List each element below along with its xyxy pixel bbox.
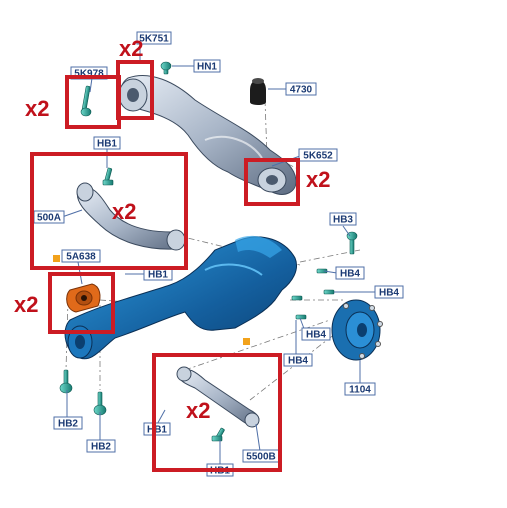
label-HB3: HB3 — [329, 212, 357, 226]
lower-link-5500B — [176, 366, 260, 428]
quantity-5K751: x2 — [119, 36, 143, 61]
svg-text:4730: 4730 — [290, 85, 313, 96]
svg-text:HN1: HN1 — [197, 62, 217, 73]
svg-text:HB4: HB4 — [340, 269, 360, 280]
label-5K751: 5K751 — [136, 31, 172, 45]
marker-square — [53, 255, 60, 262]
label-5K652: 5K652 — [298, 148, 338, 162]
highlight-box-5K652 — [244, 158, 300, 206]
label-HN1: HN1 — [193, 59, 221, 73]
label-500A: 500A — [33, 210, 65, 224]
quantity-5500B: x2 — [186, 398, 210, 423]
wheel-hub — [331, 299, 383, 361]
label-HB4-b: HB4 — [374, 285, 404, 299]
svg-text:500A: 500A — [37, 213, 61, 224]
label-HB1-lowerlink: HB1 — [143, 422, 171, 436]
label-HB2-left: HB2 — [53, 416, 83, 430]
upper-control-arm — [118, 74, 297, 195]
highlight-box-5K978 — [65, 75, 121, 129]
svg-text:5K978: 5K978 — [74, 69, 104, 80]
label-5500B: 5500B — [242, 449, 280, 463]
bolts — [59, 61, 358, 442]
svg-text:HB3: HB3 — [333, 215, 353, 226]
bump-stop-4730 — [250, 78, 266, 105]
svg-text:5K652: 5K652 — [303, 151, 333, 162]
label-HB1-upper: HB1 — [93, 136, 121, 150]
highlight-box-5A638 — [48, 272, 115, 334]
bushing-5A638 — [66, 283, 101, 313]
highlight-box-5500B — [152, 353, 282, 472]
label-5A638: 5A638 — [61, 249, 101, 263]
label-HB2-right: HB2 — [86, 439, 116, 453]
svg-text:5A638: 5A638 — [66, 252, 96, 263]
quantity-500A: x2 — [112, 199, 136, 224]
toe-link-arm — [76, 182, 186, 251]
svg-text:HB1: HB1 — [97, 139, 117, 150]
quantity-5K652: x2 — [306, 167, 330, 192]
svg-text:5500B: 5500B — [246, 452, 275, 463]
svg-text:HB2: HB2 — [91, 442, 111, 453]
label-HB4-d: HB4 — [283, 353, 313, 367]
svg-text:HB4: HB4 — [288, 356, 308, 367]
quantity-5A638: x2 — [14, 292, 38, 317]
svg-text:HB4: HB4 — [306, 330, 326, 341]
label-HB4-c: HB4 — [301, 327, 331, 341]
svg-text:HB2: HB2 — [58, 419, 78, 430]
svg-text:HB1: HB1 — [148, 270, 168, 281]
svg-text:5K751: 5K751 — [139, 34, 169, 45]
svg-text:1104: 1104 — [349, 385, 371, 396]
svg-text:HB4: HB4 — [379, 288, 399, 299]
knuckle-lower-arm — [64, 235, 297, 360]
highlight-box-500A — [30, 152, 188, 270]
label-4730: 4730 — [285, 82, 317, 96]
leader-lines — [61, 43, 376, 465]
quantity-5K978: x2 — [25, 96, 49, 121]
label-1104: 1104 — [344, 382, 376, 396]
marker-square — [243, 338, 250, 345]
svg-text:HB1: HB1 — [147, 425, 167, 436]
label-HB4-a: HB4 — [335, 266, 365, 280]
